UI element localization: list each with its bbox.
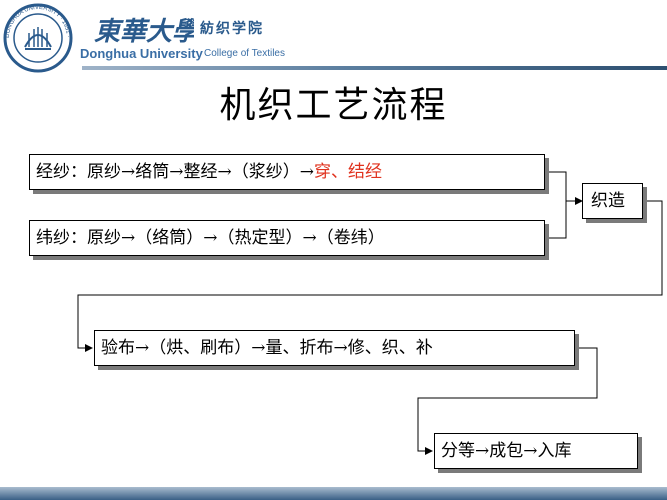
inspection-box: 验布→（烘、刷布）→量、折布→修、织、补 xyxy=(94,330,575,366)
university-seal-icon: DONGHUA UNIVERSITY · 1951 · xyxy=(3,3,73,73)
weft-process-text: 纬纱：原纱→（络筒）→（热定型）→（卷纬） xyxy=(36,227,385,248)
university-en-name: Donghua University xyxy=(80,46,203,61)
college-cn-name: 紡织学院 xyxy=(200,21,264,37)
page-title: 机织工艺流程 xyxy=(219,85,448,126)
connector-warp-to-weaving xyxy=(545,171,583,205)
grading-text: 分等→成包→入库 xyxy=(441,440,572,461)
inspection-text: 验布→（烘、刷布）→量、折布→修、织、补 xyxy=(101,337,433,358)
warp-process-accent-text: 穿、结经 xyxy=(313,161,382,182)
college-en-name: College of Textiles xyxy=(204,48,285,59)
weft-process-box: 纬纱：原纱→（络筒）→（热定型）→（卷纬） xyxy=(29,220,545,256)
header-divider xyxy=(82,66,667,70)
university-cn-name: 東華大學 xyxy=(94,17,194,47)
slide-header: DONGHUA UNIVERSITY · 1951 · 東華大學 紡织学院 Do… xyxy=(0,0,667,78)
weaving-text: 织造 xyxy=(591,190,625,211)
warp-process-box: 经纱：原纱→络筒→整经→（浆纱）→穿、结经 xyxy=(29,154,545,190)
footer-bar xyxy=(0,487,667,500)
connector-weft-to-weaving xyxy=(545,201,567,239)
grading-box: 分等→成包→入库 xyxy=(434,433,638,469)
weaving-box: 织造 xyxy=(582,183,643,219)
university-calligraphy-logo: 東華大學 xyxy=(94,17,194,47)
warp-process-text: 经纱：原纱→络筒→整经→（浆纱）→ xyxy=(36,161,314,182)
